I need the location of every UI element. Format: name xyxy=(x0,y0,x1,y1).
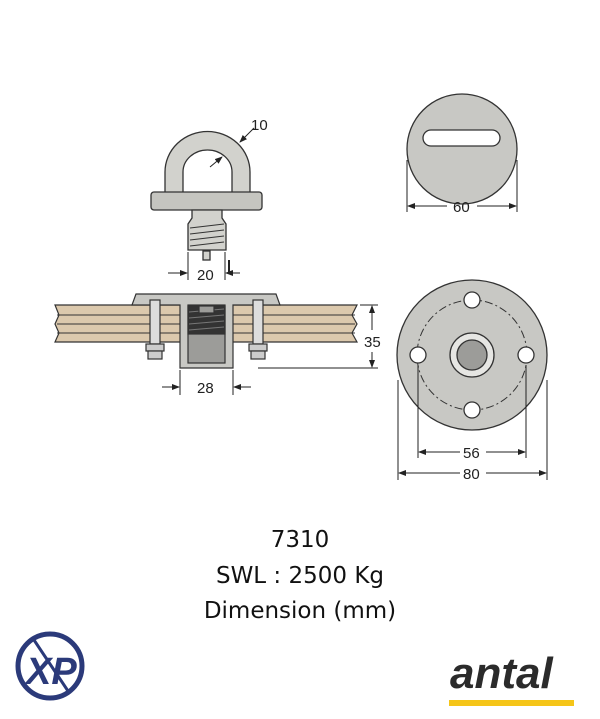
dim-cap-diameter-label: 60 xyxy=(453,199,470,216)
dim-base-diameter-label: 80 xyxy=(463,466,480,483)
dim-deck-thickness-label: 35 xyxy=(364,334,381,351)
dimension-units: Dimension (mm) xyxy=(203,598,397,624)
model-number: 7310 xyxy=(270,527,330,553)
dim-base-diameter xyxy=(397,380,548,480)
dim-thread-diameter-label: 20 xyxy=(197,267,214,284)
base-top-view xyxy=(396,279,548,431)
antal-logo: antal xyxy=(450,649,553,698)
cap-top-view xyxy=(406,93,518,205)
dim-insert-width-label: 28 xyxy=(197,380,214,397)
xp-logo-text: XP xyxy=(24,651,77,693)
antal-logo-bar xyxy=(449,700,574,706)
dim-bolt-circle xyxy=(417,365,527,458)
dim-deck-thickness xyxy=(258,304,378,369)
dim-insert-width xyxy=(162,370,251,395)
dim-bolt-circle-label: 56 xyxy=(463,445,480,462)
safe-working-load: SWL : 2500 Kg xyxy=(215,563,385,589)
eye-bolt-side-view xyxy=(150,130,263,261)
dim-eye-thickness-label: 10 xyxy=(251,117,268,134)
dim-thread-diameter xyxy=(168,252,240,280)
xp-logo: XP xyxy=(15,631,85,701)
deck-section-view xyxy=(54,293,359,369)
dim-cap-diameter xyxy=(406,160,518,212)
dim-eye-thickness xyxy=(209,127,255,168)
